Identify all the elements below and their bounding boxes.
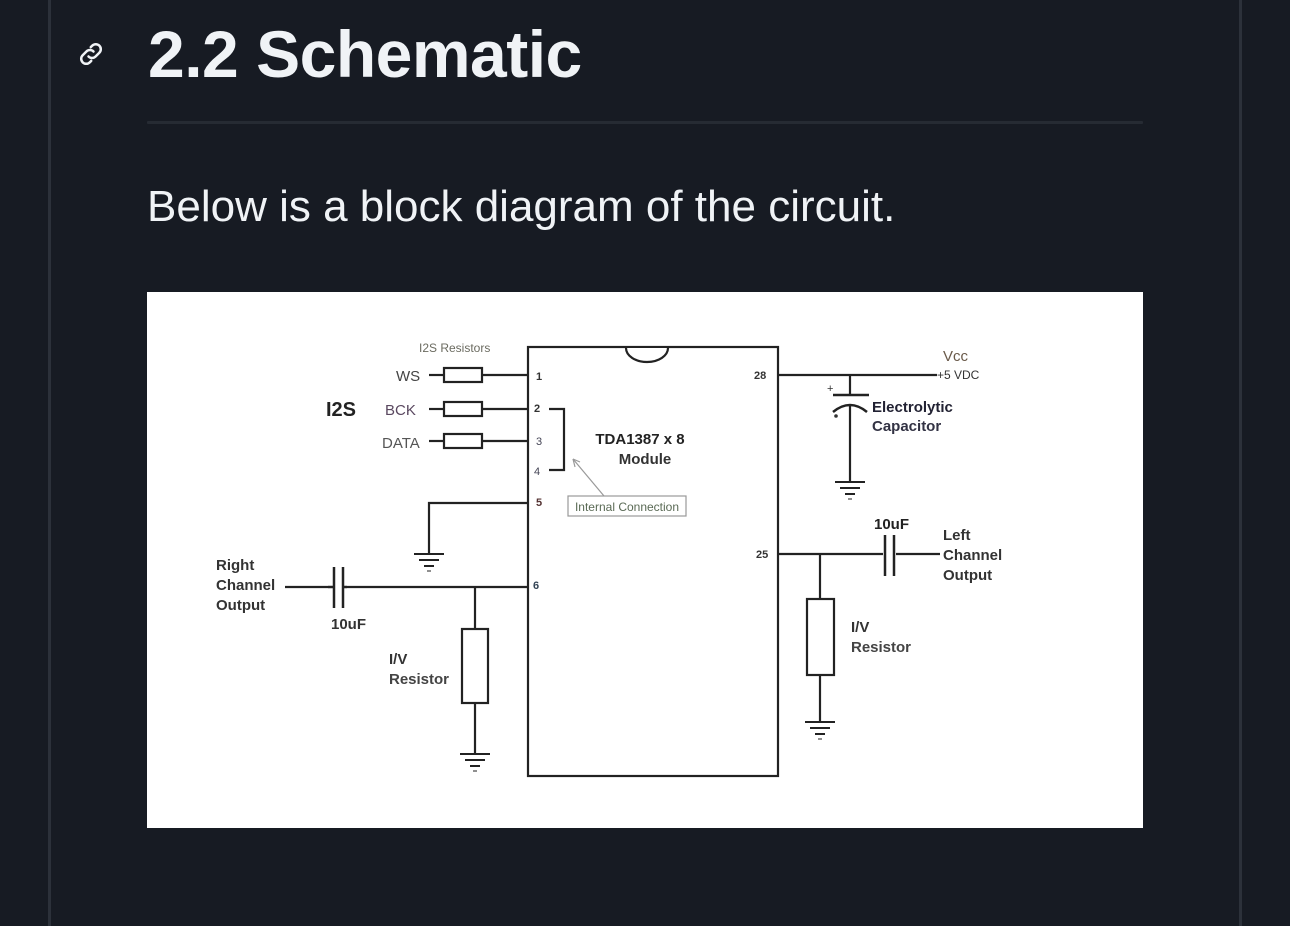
- i2s-resistor-bck: [429, 400, 528, 418]
- i2s-resistor-ws: [429, 366, 528, 384]
- left-border: [48, 0, 51, 926]
- heading-anchor-link[interactable]: [76, 34, 126, 74]
- pin-1: 1: [536, 371, 542, 383]
- left-output-label-1: Left: [943, 527, 971, 544]
- pin-6: 6: [533, 580, 539, 592]
- ground-symbol-cap: [835, 481, 865, 500]
- internal-bracket: [549, 407, 566, 472]
- left-res-label-1: I/V: [851, 619, 869, 636]
- pin-28: 28: [754, 370, 766, 382]
- ground-symbol-right: [460, 753, 490, 772]
- right-output-label-3: Output: [216, 597, 265, 614]
- ground-symbol-left: [805, 721, 835, 740]
- right-cap-value: 10uF: [331, 616, 366, 633]
- pin5-wire: [427, 501, 528, 554]
- right-res-label-2: Resistor: [389, 671, 449, 688]
- chip-notch: [624, 347, 670, 364]
- vcc-value: +5 VDC: [937, 368, 980, 382]
- page-title: 2.2 Schematic: [148, 17, 582, 91]
- signal-ws: WS: [396, 368, 420, 385]
- pin-2: 2: [534, 403, 540, 415]
- electrolytic-label-2: Capacitor: [872, 418, 941, 435]
- internal-connection-label: Internal Connection: [575, 500, 679, 514]
- pin-4: 4: [534, 466, 540, 478]
- right-border: [1239, 0, 1242, 926]
- left-res-label-2: Resistor: [851, 639, 911, 656]
- cap-plus-mark: +: [827, 383, 833, 395]
- heading-divider: [147, 121, 1143, 124]
- ground-symbol-pin5: [414, 553, 444, 572]
- vcc-label: Vcc: [943, 348, 969, 365]
- right-output-label-1: Right: [216, 557, 254, 574]
- schematic-figure: + I2S Resistors WS BCK DATA I2S 1 2 3 4 …: [147, 292, 1143, 828]
- right-res-label-1: I/V: [389, 651, 407, 668]
- pin-5: 5: [536, 497, 542, 509]
- left-output-label-2: Channel: [943, 547, 1002, 564]
- cap-minus-dot: [834, 414, 838, 418]
- left-output-label-3: Output: [943, 567, 992, 584]
- left-cap-value: 10uF: [874, 516, 909, 533]
- pin-25: 25: [756, 549, 768, 561]
- signal-bck: BCK: [385, 402, 416, 419]
- left-iv-resistor: [805, 597, 836, 677]
- section-heading: 2.2 Schematic: [76, 14, 582, 94]
- chip-module-label: Module: [619, 451, 672, 468]
- chip-name: TDA1387 x 8: [595, 431, 684, 448]
- pin-3: 3: [536, 436, 542, 448]
- electrolytic-label-1: Electrolytic: [872, 399, 953, 416]
- schematic-diagram: + I2S Resistors WS BCK DATA I2S 1 2 3 4 …: [216, 341, 1002, 778]
- left-capacitor: [883, 535, 896, 576]
- signal-data: DATA: [382, 435, 420, 452]
- link-icon: [79, 42, 103, 66]
- internal-connection-box: [567, 495, 687, 517]
- right-iv-resistor: [460, 627, 490, 705]
- i2s-resistors-label: I2S Resistors: [419, 341, 490, 355]
- i2s-resistor-data: [429, 432, 528, 450]
- i2s-label: I2S: [326, 399, 356, 421]
- right-output-label-2: Channel: [216, 577, 275, 594]
- chip-body: [526, 345, 780, 778]
- right-capacitor: [328, 567, 347, 608]
- intro-paragraph: Below is a block diagram of the circuit.: [147, 182, 896, 231]
